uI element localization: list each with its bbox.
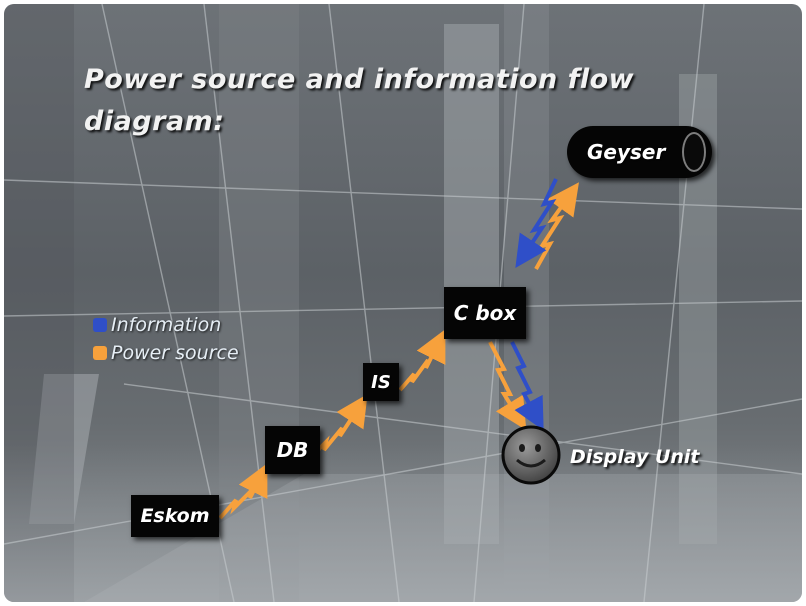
node-eskom-label: Eskom (140, 505, 210, 527)
geyser-tank-end-icon (682, 132, 706, 172)
node-c-box: C box (444, 287, 526, 339)
node-geyser-label: Geyser (587, 140, 666, 164)
power-arrow-is-cbox (398, 329, 446, 392)
flow-arrows (218, 178, 579, 520)
node-display-unit-label: Display Unit (570, 446, 700, 468)
title-line-2: diagram: (84, 106, 225, 137)
legend-power-source: Power source (93, 342, 239, 364)
power-arrow-db-is (306, 393, 368, 462)
node-c-box-label: C box (453, 301, 517, 325)
diagram-canvas: Power source and information flow diagra… (4, 4, 802, 602)
legend-power-source-label: Power source (111, 342, 239, 364)
power-arrow-eskom-db (218, 463, 268, 520)
node-db: DB (265, 426, 320, 474)
smiley-face-icon (501, 425, 561, 485)
title-line-1: Power source and information flow (84, 64, 635, 95)
node-eskom: Eskom (131, 495, 219, 537)
power-arrow-cbox-display (488, 341, 527, 431)
diagram-title: Power source and information flow diagra… (84, 59, 684, 143)
node-db-label: DB (276, 438, 309, 462)
node-is: IS (363, 363, 399, 401)
node-geyser: Geyser (567, 126, 712, 178)
info-arrow-geyser-cbox (515, 178, 558, 268)
info-arrow-cbox-display (510, 341, 544, 431)
information-swatch-icon (93, 318, 107, 332)
legend-information-label: Information (111, 314, 222, 336)
power-swatch-icon (93, 346, 107, 360)
legend-information: Information (93, 314, 221, 336)
node-is-label: IS (371, 371, 391, 393)
power-arrow-cbox-geyser (534, 182, 579, 270)
